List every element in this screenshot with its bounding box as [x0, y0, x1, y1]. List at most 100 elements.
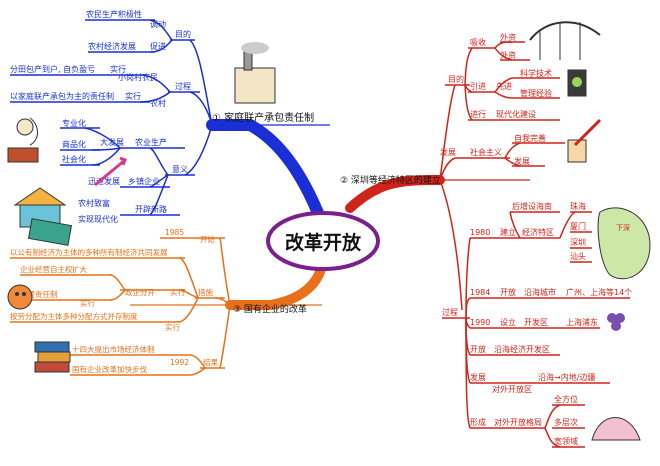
- red-process-3: 经济特区: [522, 227, 554, 237]
- red-purpose-2: 外资: [500, 32, 516, 42]
- red-process-23: 对外开放格局: [494, 417, 542, 427]
- books-illustration: [34, 341, 71, 373]
- factory-illustration: [234, 42, 276, 104]
- red-process-11: 沿海城市: [524, 287, 556, 297]
- blue-process-3: 小岗村农民: [118, 72, 158, 82]
- growth-chart-illustration: [567, 118, 602, 163]
- blue-process-label: 过程: [175, 81, 191, 91]
- orange-start-label: 开始: [200, 234, 215, 244]
- arrow-up-icon: [94, 156, 127, 187]
- blue-agri-1: 专业化: [62, 118, 86, 128]
- blue-town-1: 迅速发展: [88, 176, 120, 186]
- trunk-orange: [225, 260, 327, 310]
- blue-texts: 目的 调动 农民生产积极性 促进 农村经济发展 过程 实行 分田包产到户, 自负…: [10, 9, 191, 224]
- red-purpose-6: 科学技术: [520, 68, 552, 78]
- fire-illustration: [7, 284, 33, 310]
- red-process-4: 后增设海南: [512, 201, 552, 211]
- orange-result-label: 结果: [203, 357, 218, 367]
- red-process-18: 沿海经济开发区: [494, 344, 550, 354]
- blue-agri-3: 社会化: [62, 154, 86, 164]
- red-process-15: 开发区: [524, 317, 548, 327]
- red-influence-3: 发展: [514, 156, 530, 166]
- red-process-12: 广州、上海等14个: [566, 287, 632, 297]
- red-purpose-8: 进行: [470, 109, 486, 119]
- orange-measures-5: 政企分开: [125, 287, 155, 297]
- branch-blue: [10, 19, 330, 216]
- orange-measures-2: 扩大: [72, 264, 87, 274]
- red-process-1: 1980: [470, 228, 490, 237]
- branch-blue-label: ① 家庭联产承包责任制: [212, 111, 314, 124]
- red-purpose-1: 吸收: [470, 37, 486, 47]
- red-process-9: 1984: [470, 288, 490, 297]
- shell-illustration: [591, 417, 641, 441]
- blue-agri-label: 农业生产: [135, 137, 167, 147]
- orange-measures-7: 实行: [80, 298, 95, 308]
- center-title: 改革开放: [285, 231, 362, 254]
- red-process-label: 过程: [442, 307, 458, 317]
- red-process-20: 对外开放区: [492, 384, 532, 394]
- blue-purpose-3: 促进: [150, 41, 166, 51]
- orange-measures-9: 实行: [165, 322, 180, 332]
- blue-process-2: 分田包产到户, 自负盈亏: [10, 64, 95, 74]
- blue-process-6: 农村: [150, 98, 166, 108]
- blue-process-4: 实行: [125, 91, 141, 101]
- red-process-24: 全方位: [554, 394, 578, 404]
- red-purpose-label: 目的: [448, 74, 464, 84]
- red-process-17: 开放: [470, 344, 486, 354]
- red-process-6: 厦门: [570, 221, 586, 231]
- orange-measures-4: 实行: [170, 287, 185, 297]
- blue-agri-big: 大发展: [100, 137, 124, 147]
- orange-result-1: 1992: [170, 358, 189, 367]
- blue-process-1: 实行: [110, 64, 126, 74]
- orange-measures-8: 按劳分配为主体多种分配方式并存制度: [10, 311, 138, 321]
- orange-measures-3: 企业经营自主权: [20, 264, 73, 274]
- blue-process-5: 以家庭联产承包为主的责任制: [10, 91, 114, 101]
- red-process-2: 建立: [500, 227, 516, 237]
- red-texts: 目的 吸收 外资 外资 引进 先进 科学技术 管理经验 进行 现代化建设 发展 …: [440, 32, 632, 446]
- building-illustration: [13, 187, 73, 246]
- orange-result-3: 国有企业改革加快步伐: [72, 364, 147, 374]
- red-purpose-9: 现代化建设: [496, 109, 536, 119]
- map-label: 下深: [616, 223, 630, 232]
- branch-red-label: ② 深圳等经济特区的建立: [340, 174, 441, 186]
- branch-orange: [10, 237, 322, 376]
- red-purpose-4: 引进: [470, 82, 486, 91]
- blue-new-label: 开辟新路: [135, 204, 167, 214]
- orange-start-1: 1985: [165, 228, 184, 237]
- trunk-red: [345, 175, 445, 213]
- center-node[interactable]: [266, 211, 380, 271]
- orange-measures-label: 措施: [198, 287, 213, 297]
- red-purpose-5: 先进: [496, 81, 512, 91]
- red-purpose-3: 外资: [500, 50, 516, 60]
- red-process-13: 1990: [470, 318, 490, 327]
- blue-new-2: 实现现代化: [78, 214, 118, 224]
- red-process-10: 开放: [500, 287, 516, 297]
- orange-texts: 开始 1985 措施 以公有制经济为主体的多种所有制经济共同发展 扩大 企业经营…: [10, 228, 218, 374]
- lamp-illustration: [567, 69, 587, 97]
- red-process-14: 设立: [500, 317, 516, 327]
- trunk-blue: [206, 119, 324, 219]
- blue-purpose-1: 调动: [150, 19, 166, 29]
- bridge-illustration: [529, 21, 601, 60]
- red-process-19: 发展: [470, 372, 486, 382]
- archer-illustration: [7, 117, 39, 163]
- orange-measures-1: 以公有制经济为主体的多种所有制经济共同发展: [10, 247, 168, 257]
- orange-result-2: 十四大提出市场经济体制: [72, 344, 155, 354]
- red-purpose-7: 管理经验: [520, 88, 552, 98]
- red-influence-1: 社会主义: [470, 147, 502, 157]
- red-influence-label: 发展: [440, 147, 456, 157]
- blue-agri-2: 商品化: [62, 139, 86, 149]
- blue-purpose-label: 目的: [175, 29, 191, 39]
- branch-orange-label: ③ 国有企业的改革: [233, 303, 307, 315]
- red-influence-2: 自我完善: [514, 133, 546, 143]
- red-process-7: 深圳: [570, 237, 586, 247]
- red-process-26: 宽领域: [554, 436, 578, 446]
- blue-town-label: 乡镇企业: [128, 176, 160, 186]
- red-process-22: 形成: [470, 417, 486, 427]
- map-illustration: 下深: [597, 207, 651, 280]
- red-process-8: 汕头: [570, 251, 586, 261]
- blue-purpose-4: 农村经济发展: [88, 41, 136, 51]
- red-process-5: 珠海: [570, 201, 586, 211]
- red-process-21: 沿海→内地/边疆: [538, 372, 595, 382]
